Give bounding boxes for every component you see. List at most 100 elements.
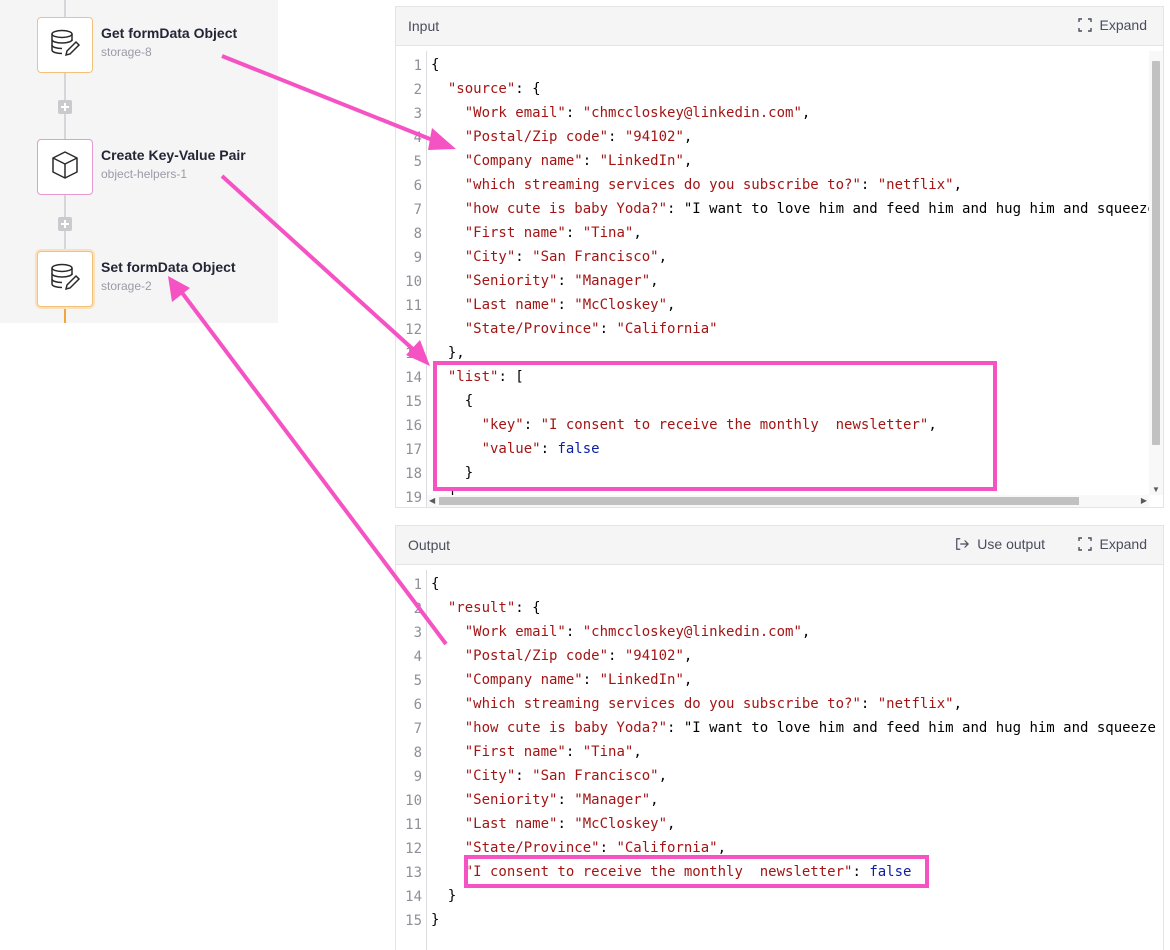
- step-create-key-value-pair[interactable]: [37, 139, 93, 195]
- code-line: "Company name": "LinkedIn",: [464, 672, 693, 688]
- use-output-button[interactable]: Use output: [955, 536, 1045, 552]
- step-subtitle: object-helpers-1: [101, 167, 188, 181]
- line-number: 8: [413, 226, 422, 242]
- scrollbar-thumb[interactable]: [439, 497, 1079, 505]
- code-line: "result": {: [447, 600, 541, 616]
- storage-edit-icon: [49, 27, 81, 64]
- scrollbar-thumb[interactable]: [1152, 61, 1160, 445]
- line-number: 7: [413, 202, 422, 218]
- code-line: {: [431, 393, 474, 409]
- step-set-formdata[interactable]: [37, 251, 93, 307]
- line-number: 15: [405, 394, 422, 410]
- line-number: 2: [413, 601, 422, 617]
- line-number: 13: [405, 346, 422, 362]
- line-number: 17: [405, 442, 422, 458]
- code-editor[interactable]: { "result": { "Work email": "chmccloskey…: [427, 570, 1163, 950]
- line-number: 1: [413, 58, 422, 74]
- cube-icon: [49, 149, 81, 186]
- expand-icon: [1077, 537, 1092, 551]
- code-line: "Postal/Zip code": "94102",: [464, 648, 693, 664]
- connector-line: [64, 307, 66, 323]
- line-number: 14: [405, 889, 422, 905]
- line-number: 12: [405, 841, 422, 857]
- code-line: "Last name": "McCloskey",: [464, 297, 676, 313]
- line-number: 5: [413, 154, 422, 170]
- code-line: }: [431, 912, 440, 928]
- code-line: "Seniority": "Manager",: [464, 273, 659, 289]
- panel-header: Input Expand: [396, 7, 1163, 46]
- line-number: 15: [405, 913, 422, 929]
- plus-icon: [61, 220, 69, 228]
- line-number: 6: [413, 178, 422, 194]
- code-line: "which streaming services do you subscri…: [464, 696, 963, 712]
- scroll-left-arrow-icon[interactable]: ◀: [429, 496, 436, 505]
- code-line: "Seniority": "Manager",: [464, 792, 659, 808]
- add-step-button[interactable]: [58, 217, 72, 231]
- line-number: 10: [405, 274, 422, 290]
- panel-title: Input: [408, 18, 440, 34]
- code-line: "Postal/Zip code": "94102",: [464, 129, 693, 145]
- scroll-down-arrow-icon[interactable]: ▼: [1152, 485, 1160, 494]
- code-line: {: [431, 57, 440, 73]
- code-line: ]: [431, 485, 456, 495]
- step-subtitle: storage-2: [101, 279, 152, 293]
- code-line: "City": "San Francisco",: [464, 249, 668, 265]
- line-number: 9: [413, 250, 422, 266]
- line-number: 11: [405, 298, 422, 314]
- line-number: 16: [405, 418, 422, 434]
- line-number: 14: [405, 370, 422, 386]
- code-line: "City": "San Francisco",: [464, 768, 668, 784]
- expand-icon: [1077, 18, 1092, 32]
- line-number: 19: [405, 490, 422, 506]
- code-line: },: [431, 345, 465, 361]
- add-step-button[interactable]: [58, 100, 72, 114]
- code-line: {: [431, 576, 440, 592]
- expand-label: Expand: [1099, 536, 1147, 552]
- step-subtitle: storage-8: [101, 45, 152, 59]
- line-number: 3: [413, 106, 422, 122]
- use-output-label: Use output: [977, 536, 1045, 552]
- line-number: 3: [413, 625, 422, 641]
- plus-icon: [61, 103, 69, 111]
- line-number: 18: [405, 466, 422, 482]
- code-line: "which streaming services do you subscri…: [464, 177, 963, 193]
- line-number: 1: [413, 577, 422, 593]
- step-get-formdata[interactable]: [37, 17, 93, 73]
- line-number: 11: [405, 817, 422, 833]
- line-number: 5: [413, 673, 422, 689]
- code-line: "source": {: [447, 81, 541, 97]
- code-line: "Work email": "chmccloskey@linkedin.com"…: [464, 624, 811, 640]
- expand-label: Expand: [1099, 17, 1147, 33]
- step-title: Set formData Object: [101, 259, 236, 275]
- code-line: "how cute is baby Yoda?": "I want to lov…: [464, 201, 1149, 217]
- code-line: "First name": "Tina",: [464, 744, 642, 760]
- panel-title: Output: [408, 537, 451, 553]
- code-line: "State/Province": "California": [464, 321, 718, 337]
- expand-button[interactable]: Expand: [1077, 17, 1147, 33]
- line-number: 6: [413, 697, 422, 713]
- code-line: "key": "I consent to receive the monthly…: [481, 417, 937, 433]
- code-line: "list": [: [447, 369, 524, 385]
- horizontal-scrollbar[interactable]: ◀ ▶: [427, 495, 1149, 507]
- scroll-right-arrow-icon[interactable]: ▶: [1140, 496, 1147, 505]
- code-line: "Last name": "McCloskey",: [464, 816, 676, 832]
- line-number: 13: [405, 865, 422, 881]
- line-number: 4: [413, 649, 422, 665]
- step-title: Create Key-Value Pair: [101, 147, 246, 163]
- line-number: 8: [413, 745, 422, 761]
- panel-header: Output Use output Expand: [396, 526, 1163, 565]
- line-number: 7: [413, 721, 422, 737]
- line-number: 4: [413, 130, 422, 146]
- step-title: Get formData Object: [101, 25, 238, 41]
- code-editor[interactable]: { "source": { "Work email": "chmccloskey…: [427, 51, 1149, 495]
- line-number: 12: [405, 322, 422, 338]
- expand-button[interactable]: Expand: [1077, 536, 1147, 552]
- line-number: 9: [413, 769, 422, 785]
- connector-line: [64, 0, 66, 17]
- code-line: "value": false: [481, 441, 600, 457]
- vertical-scrollbar[interactable]: ▼: [1149, 51, 1163, 495]
